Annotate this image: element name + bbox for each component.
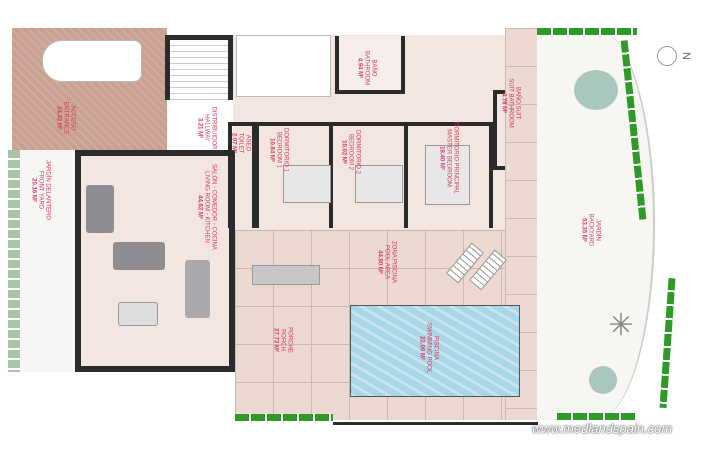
watermark: www.medlandspain.com [532,421,673,436]
compass-north-label: N [679,52,692,60]
sofa-icon [113,242,165,270]
palm-icon: ✳ [608,309,634,342]
room-label-suit-bathroom: Baño SuitSuit Bathroom4.78 m² [500,78,521,128]
void [236,35,331,97]
room-label-pool-area: Zona PiscinaPool Area44.90 m² [376,240,397,284]
outdoor-table-icon [252,265,320,285]
master-bedroom [408,122,493,228]
bed-icon [355,165,403,203]
room-label-living-room: Salón - Comedor - CocinaLiving Room - Ki… [196,164,217,250]
room-label-bedroom-2: Dormitorio 2Bedroom 210.02 m² [340,130,361,174]
dining-table-icon [185,260,210,318]
room-label-hallway: DistribuidorHallway3.21 m² [196,106,217,150]
compass-icon [657,46,677,66]
backyard-hedge [557,413,637,420]
sofa-icon [86,185,114,233]
tree-icon [574,70,618,110]
backyard-hedge [659,277,676,409]
kitchen-island-icon [118,302,158,326]
room-label-porch: PorchePorch27.73 m² [272,327,293,353]
room-label-pool: PiscinaSwimming Pool22.00 m² [418,322,439,374]
staircase [165,35,233,100]
tree-icon [589,366,617,394]
room-label-entrance: AccesoEntrance24.32 m² [55,101,76,135]
room-label-toilet: AseoToilet2.07 m² [230,132,251,154]
terrace-wall [333,422,538,425]
bedroom-2 [333,122,408,228]
toilet [228,122,256,228]
front-yard-hedge [8,150,20,372]
room-label-master-bedroom: Dormitorio PrincipalMaster Bedroom18.40 … [438,122,459,194]
room-label-bathroom: BañoBathroom4.94 m² [356,50,377,86]
bed-icon [283,165,331,203]
backyard-hedge [537,28,637,35]
porch-hedge [235,414,333,421]
bedroom-1 [255,122,333,228]
bathroom [335,36,405,94]
bed-icon [425,145,470,205]
pool [350,305,520,397]
room-label-backyard: JardínBackyard53.35 m² [580,213,601,247]
room-label-bedroom-1: Dormitorio 1Bedroom 110.84 m² [268,128,289,172]
room-label-front-yard: Jardín DelanteroFront Yard20.16 m² [30,159,51,221]
car-icon [42,40,142,82]
